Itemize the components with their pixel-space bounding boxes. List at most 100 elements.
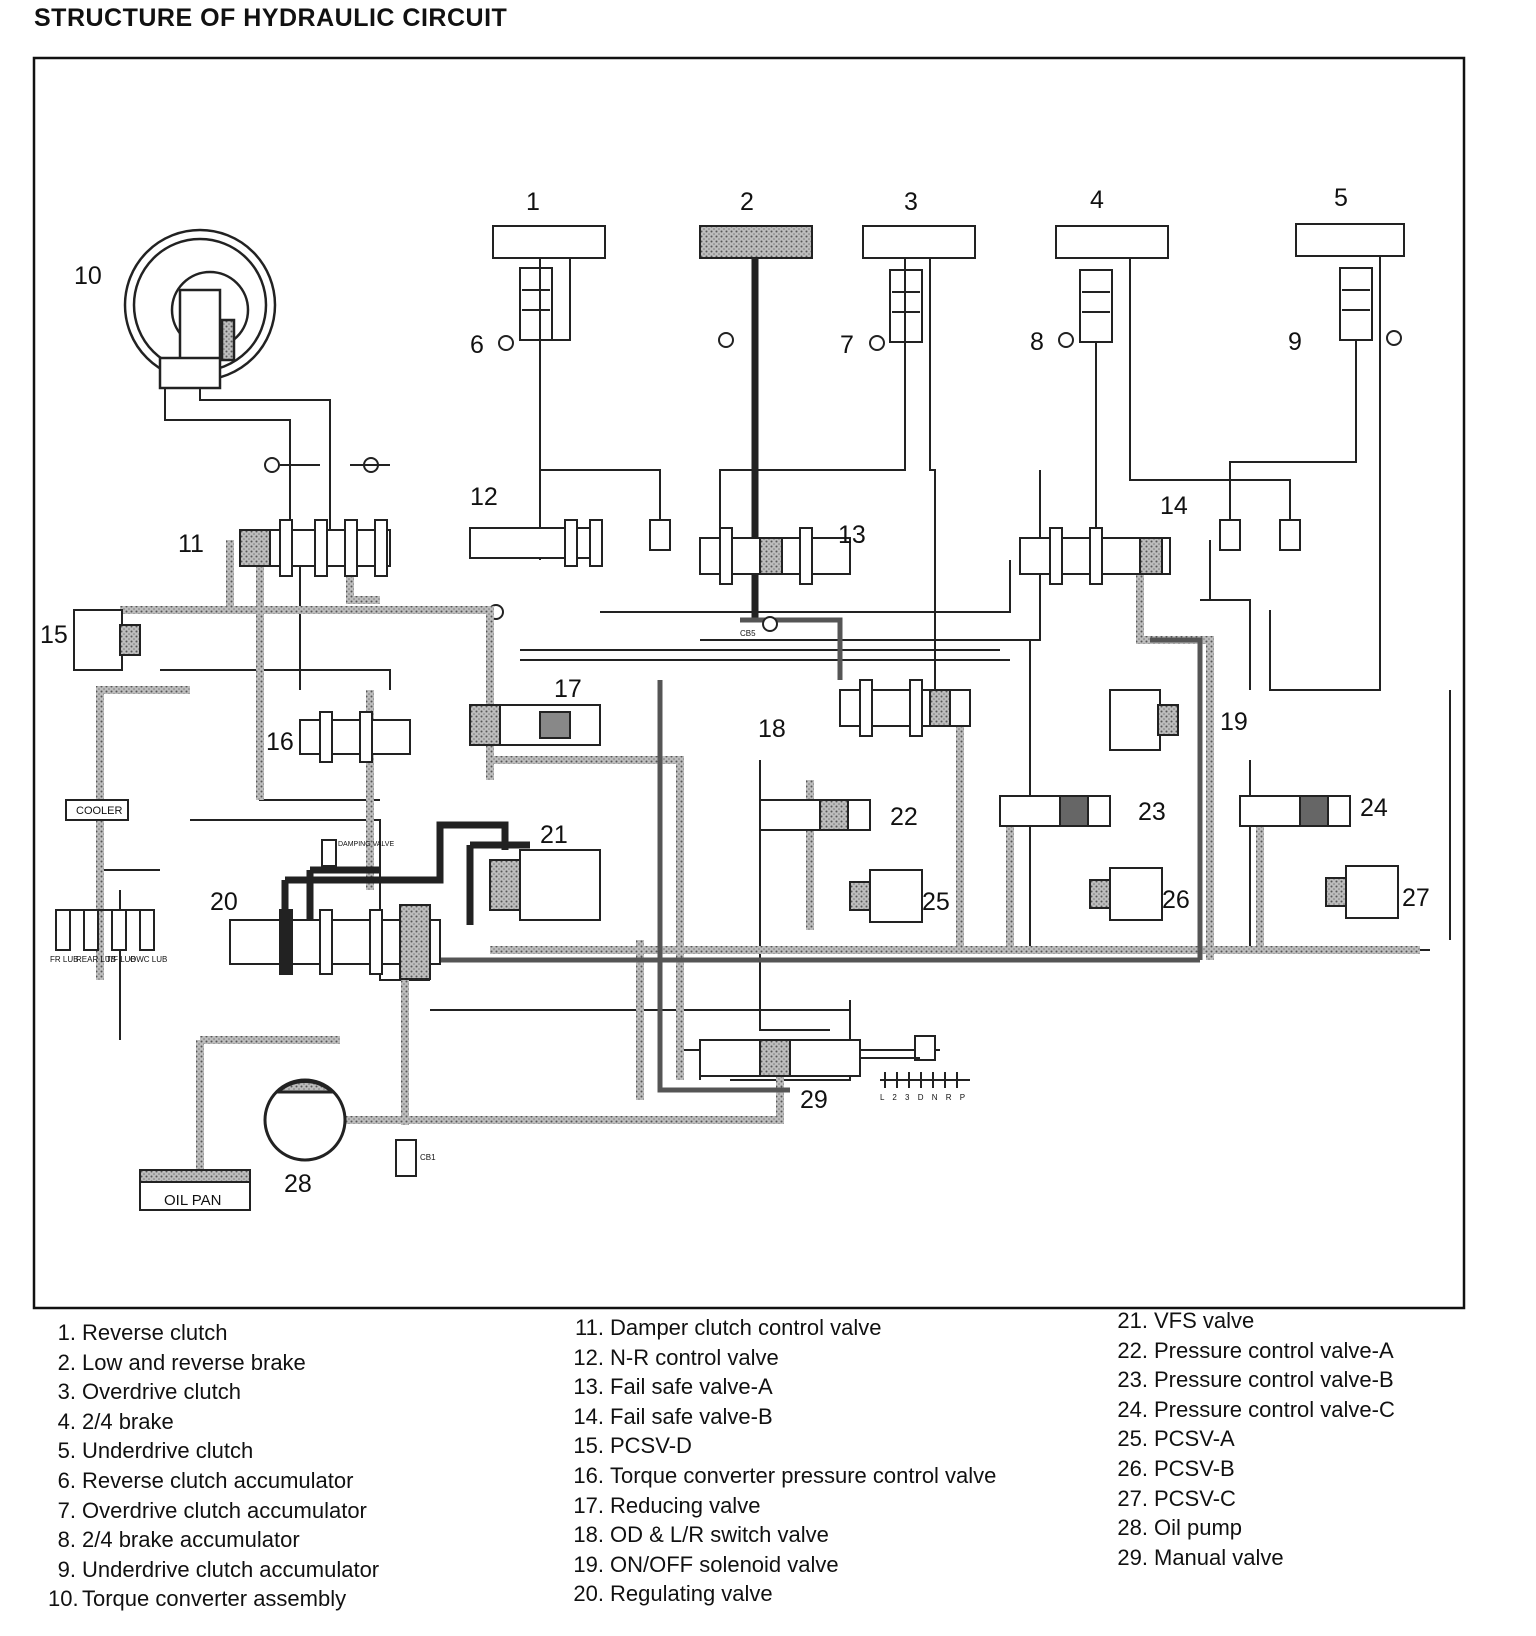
legend-item-number: 19. bbox=[573, 1551, 604, 1577]
legend-item-text: Overdrive clutch accumulator bbox=[82, 1497, 367, 1523]
legend-item-number: 6. bbox=[57, 1467, 76, 1493]
shift-positions-label: L 2 3 D N R P bbox=[880, 1093, 968, 1102]
legend-item-text: Underdrive clutch bbox=[82, 1438, 254, 1464]
legend-item: 10.Torque converter assembly bbox=[48, 1584, 379, 1614]
cooler-box bbox=[65, 799, 129, 821]
damping-valve-body bbox=[321, 839, 337, 867]
legend-item: 3.Overdrive clutch bbox=[48, 1377, 379, 1407]
legend-item-number: 3. bbox=[57, 1379, 76, 1405]
legend-item: 15.PCSV-D bbox=[568, 1431, 996, 1461]
legend-item-number: 5. bbox=[57, 1438, 76, 1464]
legend-item-number: 25. bbox=[1117, 1426, 1148, 1452]
legend-item-number: 2. bbox=[57, 1349, 76, 1375]
legend-item-number: 28. bbox=[1117, 1515, 1148, 1541]
legend-item-text: OD & L/R switch valve bbox=[610, 1522, 829, 1548]
legend-item-number: 20. bbox=[573, 1581, 604, 1607]
valve-24 bbox=[1239, 795, 1351, 827]
valve-12 bbox=[469, 527, 601, 559]
legend-item-text: Regulating valve bbox=[610, 1581, 773, 1607]
legend-item-number: 12. bbox=[573, 1344, 604, 1370]
legend-item: 11.Damper clutch control valve bbox=[568, 1313, 996, 1343]
callout-1: 1 bbox=[526, 188, 540, 216]
callout-numbers: 1 2 3 4 5 6 7 8 9 10 11 12 13 14 15 16 1… bbox=[40, 184, 1430, 1198]
legend-item-number: 18. bbox=[573, 1522, 604, 1548]
legend-item: 25.PCSV-A bbox=[1112, 1424, 1395, 1454]
small-labels: COOLER OIL PAN DAMPING VALVE CB5 CB1 FR … bbox=[50, 629, 968, 1209]
legend-item: 23.Pressure control valve-B bbox=[1112, 1365, 1395, 1395]
callout-19: 19 bbox=[1220, 708, 1248, 736]
callout-14: 14 bbox=[1160, 492, 1188, 520]
legend-item: 16.Torque converter pressure control val… bbox=[568, 1461, 996, 1491]
legend-item-text: Fail safe valve-B bbox=[610, 1403, 773, 1429]
legend-item-number: 17. bbox=[573, 1492, 604, 1518]
callout-29: 29 bbox=[800, 1086, 828, 1114]
legend-item: 6.Reverse clutch accumulator bbox=[48, 1466, 379, 1496]
legend-item-text: PCSV-B bbox=[1154, 1455, 1235, 1481]
legend-item: 9.Underdrive clutch accumulator bbox=[48, 1555, 380, 1585]
callout-18: 18 bbox=[758, 715, 786, 743]
legend-item: 18.OD & L/R switch valve bbox=[568, 1520, 996, 1550]
legend-item-text: 2/4 brake accumulator bbox=[82, 1527, 300, 1553]
valve-15 bbox=[73, 609, 123, 671]
legend-item-text: Pressure control valve-A bbox=[1154, 1337, 1394, 1363]
legend-item-text: Torque converter pressure control valve bbox=[610, 1462, 997, 1488]
legend-item-number: 4. bbox=[57, 1408, 76, 1434]
legend-item-number: 15. bbox=[573, 1433, 604, 1459]
cb5-label: CB5 bbox=[740, 629, 756, 638]
hydraulic-circuit-diagram: 1 2 3 4 5 6 7 8 9 10 11 12 13 14 15 16 1… bbox=[32, 56, 1466, 1310]
clutch-boxes bbox=[492, 223, 1405, 259]
callout-8: 8 bbox=[1030, 328, 1044, 356]
legend-item: 12.N-R control valve bbox=[568, 1343, 996, 1373]
legend-item-number: 22. bbox=[1117, 1337, 1148, 1363]
legend-item-number: 23. bbox=[1117, 1367, 1148, 1393]
legend-item: 13.Fail safe valve-A bbox=[568, 1372, 996, 1402]
callout-28: 28 bbox=[284, 1170, 312, 1198]
accumulators bbox=[519, 267, 1373, 343]
diagram-frame bbox=[32, 56, 1466, 1310]
legend-item-text: PCSV-A bbox=[1154, 1426, 1235, 1452]
legend-item-text: 2/4 brake bbox=[82, 1408, 174, 1434]
callout-12: 12 bbox=[470, 483, 498, 511]
legend-item-text: VFS valve bbox=[1154, 1308, 1255, 1333]
rear-lub-label: REAR LUB bbox=[76, 955, 116, 964]
legend-item-text: Underdrive clutch accumulator bbox=[82, 1556, 380, 1582]
callout-13: 13 bbox=[838, 521, 866, 549]
torque-converter bbox=[123, 228, 277, 390]
valve-22 bbox=[759, 799, 871, 831]
legend-item-number: 13. bbox=[573, 1374, 604, 1400]
legend-item-text: ON/OFF solenoid valve bbox=[610, 1551, 839, 1577]
callout-10: 10 bbox=[74, 262, 102, 290]
fr-lub-label: FR LUB bbox=[50, 955, 78, 964]
legend-item-number: 11. bbox=[575, 1315, 604, 1340]
callout-27: 27 bbox=[1402, 884, 1430, 912]
legend-item: 17.Reducing valve bbox=[568, 1491, 996, 1521]
check-ball-1 bbox=[395, 1139, 417, 1177]
legend-item: 1.Reverse clutch bbox=[48, 1318, 379, 1348]
legend-item: 22.Pressure control valve-A bbox=[1112, 1336, 1395, 1366]
low-reverse-brake-box bbox=[699, 225, 813, 259]
callout-26: 26 bbox=[1162, 886, 1190, 914]
callout-20: 20 bbox=[210, 888, 238, 916]
legend-item: 29.Manual valve bbox=[1112, 1543, 1395, 1573]
callout-5: 5 bbox=[1334, 184, 1348, 212]
callout-21: 21 bbox=[540, 821, 568, 849]
legend-item-text: Manual valve bbox=[1154, 1544, 1284, 1570]
legend-item-number: 14. bbox=[573, 1403, 604, 1429]
damping-valve-label: DAMPING VALVE bbox=[338, 841, 394, 848]
callout-24: 24 bbox=[1360, 794, 1388, 822]
legend-item-text: Torque converter assembly bbox=[82, 1586, 347, 1612]
page-title: STRUCTURE OF HYDRAULIC CIRCUIT bbox=[34, 4, 508, 32]
valve-21 bbox=[519, 849, 601, 921]
valve-27 bbox=[1345, 865, 1399, 919]
callout-7: 7 bbox=[840, 331, 854, 359]
underdrive-accumulator bbox=[1339, 267, 1373, 341]
owc-lub-label: OWC LUB bbox=[130, 955, 167, 964]
legend-item-number: 24. bbox=[1117, 1396, 1148, 1422]
callout-25: 25 bbox=[922, 888, 950, 916]
reverse-clutch-box bbox=[492, 225, 606, 259]
callout-2: 2 bbox=[740, 188, 754, 216]
legend-item: 5.Underdrive clutch bbox=[48, 1436, 379, 1466]
